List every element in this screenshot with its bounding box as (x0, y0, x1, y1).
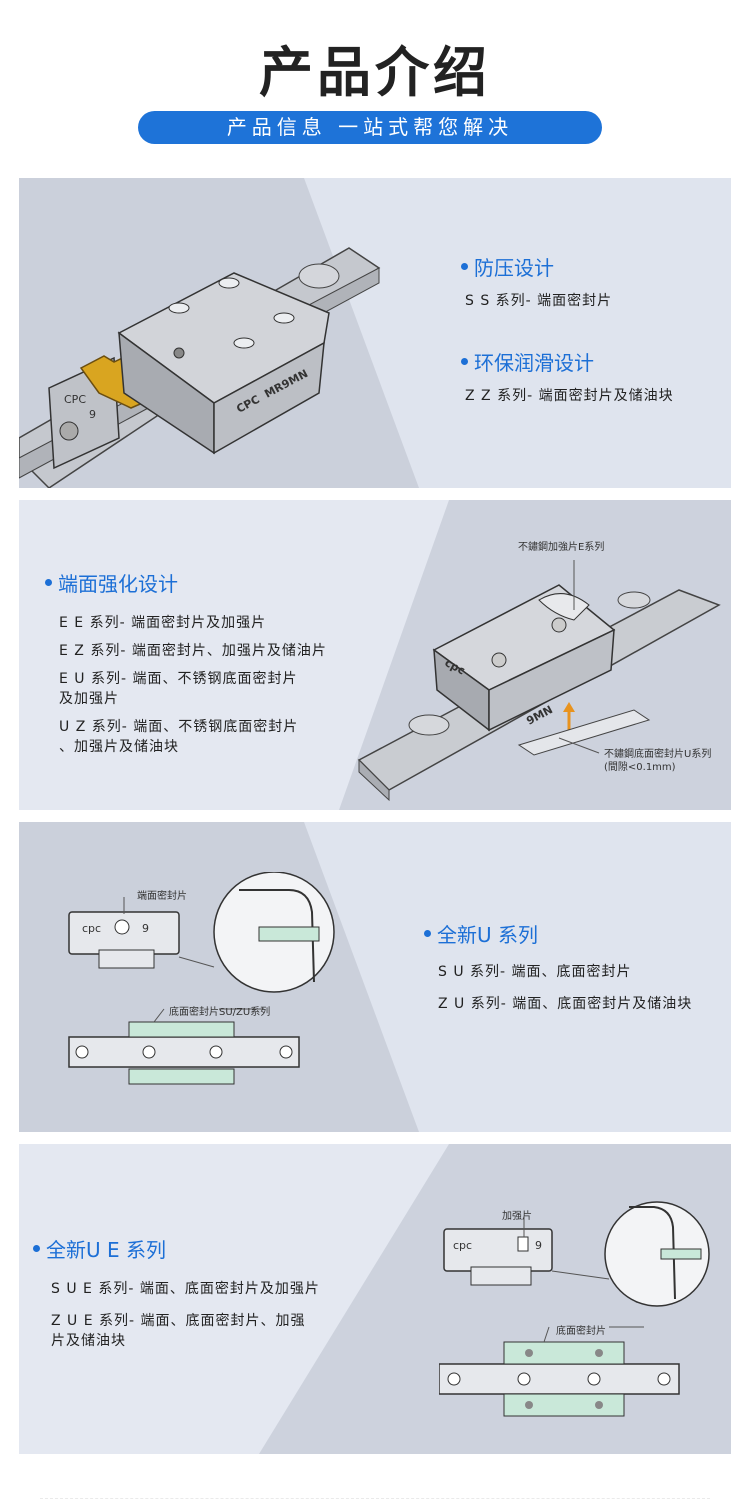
bullet-dot-icon (424, 930, 431, 937)
callout-middle: 底面密封片 (556, 1326, 606, 1337)
subtitle-banner: 产品信息 一站式帮您解决 (138, 111, 602, 144)
feature-line: Z U 系列- 端面、底面密封片及储油块 (438, 996, 693, 1012)
feature-line: U Z 系列- 端面、不锈钢底面密封片 (59, 719, 299, 735)
cap-mark-text: 9 (535, 1239, 542, 1252)
panel-u-series: cpc 9 端面密封片 底面密封片SU/ZU系列 全新U 系列 S U 系列- … (19, 822, 731, 1132)
feature-group-4: 全新U E 系列 S U E 系列- 端面、底面密封片及加强片 Z U E 系列… (33, 1234, 320, 1359)
feature-line: 、加强片及储油块 (59, 739, 179, 755)
panel-end-reinforcement: cpc 9MN 不鏽鋼加強片E系列 不鏽鋼底面密封片U系列 (間隙<0.1mm)… (19, 500, 731, 810)
feature-title-text: 端面强化设计 (58, 572, 178, 596)
feature-title-text: 全新U E 系列 (46, 1238, 166, 1262)
bullet-dot-icon (33, 1245, 40, 1252)
cap-mark-text: 9 (89, 408, 96, 421)
cap-brand-text: CPC (64, 393, 86, 406)
feature-group-2: 端面强化设计 E E 系列- 端面密封片及加强片 E Z 系列- 端面密封片、加… (45, 568, 327, 765)
feature-title-text: 防压设计 (474, 256, 554, 280)
callout-top: 加强片 (502, 1211, 532, 1222)
feature-line: 片及储油块 (51, 1333, 126, 1349)
callout-bottom: 不鏽鋼底面密封片U系列 (604, 749, 712, 760)
feature-title-text: 环保润滑设计 (474, 351, 594, 375)
feature-line: E U 系列- 端面、不锈钢底面密封片 (59, 671, 298, 687)
feature-title-text: 全新U 系列 (437, 923, 538, 947)
cap-brand-text: cpc (82, 922, 101, 935)
page-title: 产品介绍 (259, 41, 491, 104)
panel-ue-series: cpc 9 加强片 底面密封片 全新U E 系列 S U E 系列- 端面、底面… (19, 1144, 731, 1454)
feature-line: E E 系列- 端面密封片及加强片 (59, 615, 267, 631)
callout-bottom-note: (間隙<0.1mm) (604, 762, 676, 773)
feature-group-1: 防压设计 S S 系列- 端面密封片 环保润滑设计 Z Z 系列- 端面密封片及… (461, 252, 674, 414)
seal-diagram: cpc 9 (439, 1201, 710, 1417)
footer-divider (40, 1498, 710, 1499)
feature-line: 及加强片 (59, 691, 119, 707)
feature-title: 全新U 系列 (424, 919, 692, 948)
callout-top: 端面密封片 (137, 891, 187, 902)
panel-anti-pressure: CPC 9 CPC MR9MN 防压设计 S S 系列- 端面密封片 环保润滑设… (19, 178, 731, 488)
linear-guide-image: CPC 9 CPC MR9MN (19, 247, 381, 488)
feature-line: S U E 系列- 端面、底面密封片及加强片 (51, 1281, 320, 1297)
feature-title: 防压设计 (461, 252, 674, 281)
callout-middle: 底面密封片SU/ZU系列 (169, 1007, 271, 1018)
linear-guide-image: cpc 9MN (357, 560, 721, 802)
bullet-dot-icon (461, 358, 468, 365)
bullet-dot-icon (45, 579, 52, 586)
feature-line: S U 系列- 端面、底面密封片 (438, 964, 632, 980)
feature-title: 端面强化设计 (45, 568, 327, 597)
feature-group-3: 全新U 系列 S U 系列- 端面、底面密封片 Z U 系列- 端面、底面密封片… (424, 919, 692, 1022)
panel-background (19, 1144, 731, 1454)
feature-line: E Z 系列- 端面密封片、加强片及储油片 (59, 643, 327, 659)
feature-line: Z U E 系列- 端面、底面密封片、加强 (51, 1313, 306, 1329)
cap-brand-text: cpc (453, 1239, 472, 1252)
feature-title: 环保润滑设计 (461, 347, 674, 376)
feature-line: Z Z 系列- 端面密封片及储油块 (465, 388, 674, 404)
seal-diagram: cpc 9 (68, 872, 335, 1085)
feature-line: S S 系列- 端面密封片 (465, 293, 613, 309)
bullet-dot-icon (461, 263, 468, 270)
cap-mark-text: 9 (142, 922, 149, 935)
callout-top: 不鏽鋼加強片E系列 (518, 542, 605, 553)
feature-title: 全新U E 系列 (33, 1234, 320, 1263)
